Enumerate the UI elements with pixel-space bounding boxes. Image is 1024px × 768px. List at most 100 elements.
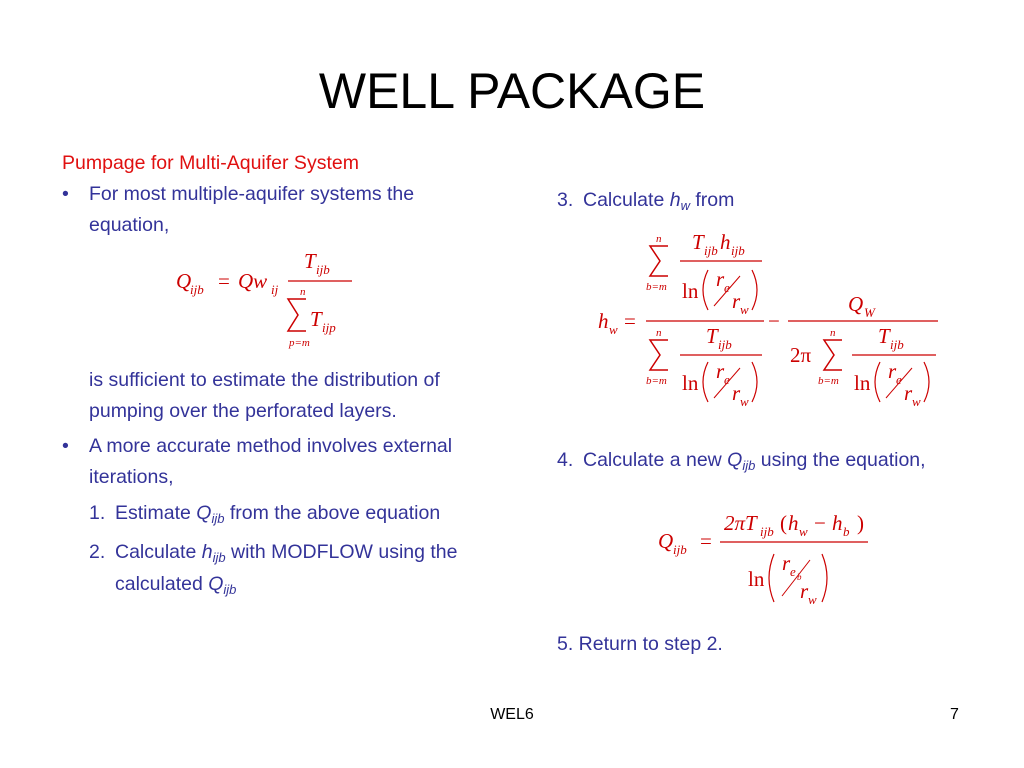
slash-icon xyxy=(713,367,741,399)
eq-subscript: ijb xyxy=(731,243,745,258)
item-text: Calculate xyxy=(115,541,202,563)
eq-subscript: ijb xyxy=(190,282,204,297)
eq-operator: = xyxy=(700,529,712,553)
eq-subscript: W xyxy=(864,305,876,320)
eq-function: ln xyxy=(682,279,699,303)
eq-function: ln xyxy=(748,567,765,591)
eq-subscript: ijb xyxy=(890,337,904,352)
variable-subscript: ijb xyxy=(211,511,225,526)
sum-lower-limit: b=m xyxy=(818,375,839,387)
eq-subscript: e xyxy=(724,280,730,295)
footer-label: WEL6 xyxy=(490,706,534,723)
sum-lower-limit: b=m xyxy=(646,375,667,387)
summation-icon xyxy=(822,339,842,371)
paragraph-line: pumping over the perforated layers. xyxy=(89,400,397,422)
variable: Q xyxy=(727,449,743,471)
variable-subscript: ijb xyxy=(742,458,756,473)
summation-icon xyxy=(648,339,668,371)
sum-upper-limit: n xyxy=(656,327,662,339)
bullet-item: • For most multiple-aquifer systems the … xyxy=(62,179,492,241)
slash-icon xyxy=(781,559,811,597)
eq-symbol: Q xyxy=(176,269,191,293)
summation-icon xyxy=(648,245,668,277)
eq-operator: = xyxy=(218,269,230,293)
step-text: using the equation, xyxy=(755,449,926,471)
variable-subscript: w xyxy=(680,198,690,213)
variable-subscript: ijb xyxy=(223,582,237,597)
paren-right-icon xyxy=(751,269,758,311)
eq-subscript: e xyxy=(790,564,796,579)
eq-subscript: e xyxy=(724,372,730,387)
bullet-dot: • xyxy=(62,435,69,457)
eq-paren: ( xyxy=(780,511,787,535)
paren-left-icon xyxy=(702,269,709,311)
paragraph: is sufficient to estimate the distributi… xyxy=(62,365,492,427)
step-text: from xyxy=(689,189,735,211)
eq-symbol: h xyxy=(720,230,731,254)
bullet-item: • A more accurate method involves extern… xyxy=(62,431,492,493)
eq-subscript: w xyxy=(912,394,921,409)
variable: Q xyxy=(208,573,224,595)
sum-lower-limit: p=m xyxy=(288,337,310,349)
step-number: 3. xyxy=(557,189,574,211)
eq-subscript: ijp xyxy=(322,320,336,335)
sum-lower-limit: b=m xyxy=(646,281,667,293)
eq-subscript: ijb xyxy=(704,243,718,258)
sum-upper-limit: n xyxy=(300,286,306,298)
eq-subscript: e xyxy=(896,372,902,387)
bullet-text-line: A more accurate method involves external xyxy=(89,435,453,457)
eq-operator: − xyxy=(814,511,826,535)
eq-symbol: r xyxy=(888,359,897,383)
bullet-text-line: equation, xyxy=(89,214,170,236)
paragraph-line: is sufficient to estimate the distributi… xyxy=(89,369,440,391)
bullet-text-line: For most multiple-aquifer systems the xyxy=(89,183,415,205)
eq-subscript: w xyxy=(799,524,808,539)
eq-symbol: r xyxy=(716,359,725,383)
slash-icon xyxy=(713,275,741,307)
paren-right-icon xyxy=(821,553,828,603)
eq-symbol: r xyxy=(782,551,791,575)
eq-paren: ) xyxy=(857,511,864,535)
variable: Q xyxy=(196,502,212,524)
step-5: 5. Return to step 2. xyxy=(557,633,723,655)
paren-right-icon xyxy=(923,361,930,403)
eq-symbol: T xyxy=(878,324,891,348)
eq-subscript: w xyxy=(609,322,618,337)
page-number: 7 xyxy=(950,706,959,723)
eq-subscript: ijb xyxy=(760,524,774,539)
eq-symbol: Q xyxy=(658,529,673,553)
paren-left-icon xyxy=(702,361,709,403)
eq-function: ln xyxy=(682,371,699,395)
slash-icon xyxy=(885,367,913,399)
equation-well-head: h w = n b=m T ijb h ijb ln r e r w n xyxy=(594,226,944,423)
bullet-dot: • xyxy=(62,183,69,205)
eq-symbol: h xyxy=(788,511,799,535)
step-text: Calculate xyxy=(583,189,670,211)
item-text: Estimate xyxy=(115,502,197,524)
summation-icon xyxy=(286,298,306,332)
eq-subscript: ijb xyxy=(673,542,687,557)
variable-subscript: ijb xyxy=(212,550,226,565)
eq-operator: − xyxy=(768,309,780,333)
left-column: Pumpage for Multi-Aquifer System • For m… xyxy=(62,148,492,601)
numbered-item-1: 1. Estimate Qijb from the above equation xyxy=(62,498,492,530)
eq-symbol: r xyxy=(732,289,741,313)
eq-symbol: T xyxy=(310,307,323,331)
paren-right-icon xyxy=(751,361,758,403)
sum-upper-limit: n xyxy=(656,233,662,245)
eq-symbol: Qw xyxy=(238,269,267,293)
eq-symbol: r xyxy=(716,267,725,291)
eq-operator: = xyxy=(624,309,636,333)
eq-symbol: h xyxy=(832,511,843,535)
eq-symbol: h xyxy=(598,309,609,333)
eq-subscript: w xyxy=(740,302,749,317)
variable: h xyxy=(669,189,681,211)
equation-pumpage-distribution: Q ijb = Qw ij T ijb n p=m T ijp xyxy=(172,244,372,361)
eq-function: ln xyxy=(854,371,871,395)
eq-symbol: r xyxy=(904,381,913,405)
numbered-item-2: 2. Calculate hijb with MODFLOW using the… xyxy=(62,537,492,601)
step-text: Calculate a new xyxy=(583,449,728,471)
eq-subscript: ijb xyxy=(718,337,732,352)
eq-subscript: ijb xyxy=(316,262,330,277)
